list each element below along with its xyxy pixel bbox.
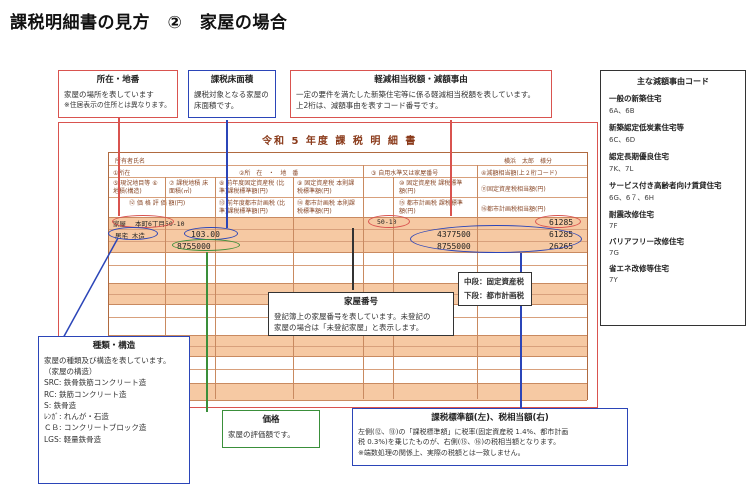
callout-standard-line-1: 左側(⑫、⑬)の「課税標準額」に税率(固定資産税 1.4%、都市計画 [358,427,569,436]
callout-kind-line-3: SRC: 鉄骨鉄筋コンクリート造 [44,378,147,388]
callout-house-number-title: 家屋番号 [343,297,378,307]
callout-kind-line-2: （家屋の構造） [44,367,97,376]
house-number-highlight [368,215,410,228]
reduction-code-legend: 主な減額事由コード 一般の新築住宅 6A、6B 新築認定低炭素住宅等 6C、6D… [600,70,746,326]
callout-price-title: 価格 [262,415,280,425]
legend-item-codes: 7Y [609,276,618,284]
callout-reduction-line-1: 一定の要件を満たした新築住宅等に係る軽減相当税額を表しています。 [296,89,536,99]
legend-item: 認定長期優良住宅 7K、7L [609,151,737,174]
connector-kind [61,237,119,341]
document-title: 令和 5 年度 課 税 明 細 書 [262,136,418,147]
legend-item: 新築認定低炭素住宅等 6C、6D [609,122,737,145]
callout-reduction-title: 軽減相当税額・減額事由 [374,75,468,85]
legend-item-codes: 7K、7L [609,165,634,173]
price-highlight [172,239,240,251]
callout-floor-area-title: 課税床面積 [210,75,254,85]
tax-base-highlight [410,225,582,253]
header-2: ②所 在 ・ 地 番 [239,170,299,177]
reduction-highlight [535,215,581,228]
header-8: ⑨ 固定資産税 本則課税標準額(円) [297,180,355,195]
connector-tax-base [520,253,522,409]
header-3: ③ 自用水準又は家屋番号 [371,170,439,177]
callout-location-line-2: ※住居表示の住所とは異なります。 [64,101,171,109]
callout-kind-line-1: 家屋の種類及び構造を表しています。 [44,355,171,365]
header-13: ⑭ 都市計画税 本則課税標準額(円) [297,200,355,215]
legend-item: 耐震改修住宅 7F [609,209,737,230]
owner-label: 所有者氏名 [115,158,146,165]
owner-value: 横浜 太郎 様分 [504,158,553,165]
callout-house-number: 家屋番号 登記簿上の家屋番号を表しています。未登記の 家屋の場合は「未登記家屋」… [268,292,454,336]
callout-standard-line-2: 税 0.3%)を乗じたものが、右側(⑮、⑯)の税相当額となります。 [358,438,561,447]
callout-kind-line-6: ﾚﾝｶﾞ: れんが・石造 [44,412,109,421]
empty-band-3 [109,383,587,401]
callout-kind-line-7: ＣＢ: コンクリートブロック造 [44,423,147,433]
callout-kind: 種類・構造 家屋の種類及び構造を表しています。 （家屋の構造） SRC: 鉄骨鉄… [38,336,190,484]
legend-item: サービス付き高齢者向け賃貸住宅 6G、6７、6H [609,180,737,203]
callout-floor-area-line-2: 床面積です。 [194,101,239,110]
header-11: ⑫ 価 格 評 価 額(円) [129,200,186,207]
legend-item-name: 省エネ改修等住宅 [609,264,669,273]
callout-house-number-line-2: 家屋の場合は「未登記家屋」と表示します。 [274,323,424,332]
page-title: 課税明細書の見方 ② 家屋の場合 [10,13,288,33]
callout-kind-title: 種類・構造 [92,341,136,351]
location-highlight [112,215,174,228]
callout-price: 価格 家屋の評価額です。 [222,410,320,448]
connector-house-number [352,228,354,290]
callout-house-number-line-1: 登記簿上の家屋番号を表しています。未登記の [274,311,431,321]
legend-title: 主な減額事由コード [637,77,709,86]
header-5: ⑤ 現況地目等 ⑥地積(構造) [113,180,158,195]
header-7: ⑧ 前年度固定資産税 (比準)課税標準額(円) [219,180,285,195]
header-6: ⑦ 課税地積 床面積(㎡) [169,180,209,195]
callout-kind-line-5: S: 鉄骨造 [44,400,77,410]
callout-location-line-1: 家屋の場所を表しています [64,89,154,99]
connector-reduction [450,120,452,216]
callout-reduction-line-2: 上2桁は、減額事由を表すコード番号です。 [296,101,443,110]
callout-location: 所在・地番 家屋の場所を表しています ※住居表示の住所とは異なります。 [58,70,178,118]
tax-row-label-line-1: 中段：固定資産税 [464,277,524,286]
floor-area-highlight [184,227,238,240]
callout-kind-line-4: RC: 鉄筋コンクリート造 [44,389,127,399]
legend-item-name: サービス付き高齢者向け賃貸住宅 [609,181,722,190]
legend-item-codes: 6A、6B [609,107,635,115]
callout-floor-area-line-1: 課税対象となる家屋の [194,89,269,99]
callout-reduction: 軽減相当税額・減額事由 一定の要件を満たした新築住宅等に係る軽減相当税額を表して… [290,70,552,118]
legend-item-name: バリアフリー改修住宅 [609,237,684,246]
callout-standard-line-3: ※端数処理の関係上、実際の税額とは一致しません。 [358,448,525,457]
legend-item: 一般の新築住宅 6A、6B [609,93,737,116]
callout-location-title: 所在・地番 [96,75,140,85]
callout-kind-line-8: LGS: 軽量鉄骨造 [44,434,102,444]
legend-item-name: 認定長期優良住宅 [609,152,669,161]
callout-price-line-1: 家屋の評価額です。 [228,429,295,439]
legend-item-codes: 6C、6D [609,136,636,144]
legend-item-codes: 6G、6７、6H [609,194,655,202]
callout-floor-area: 課税床面積 課税対象となる家屋の 床面積です。 [188,70,276,118]
header-12: ⑬ 前年度都市計画税 (比準)課税標準額(円) [219,200,286,215]
legend-item-codes: 7G [609,249,619,257]
connector-floor-area [226,120,228,228]
callout-standard-title: 課税標準額(左)、税相当額(右) [431,413,549,423]
callout-standard: 課税標準額(左)、税相当額(右) 左側(⑫、⑬)の「課税標準額」に税率(固定資産… [352,408,628,466]
connector-location [118,102,120,216]
connector-price [206,252,208,412]
legend-item-name: 新築認定低炭素住宅等 [609,123,684,132]
legend-item: バリアフリー改修住宅 7G [609,236,737,257]
legend-item-name: 耐震改修住宅 [609,210,654,219]
legend-item-name: 一般の新築住宅 [609,94,662,103]
header-1: ①所在 [113,170,131,177]
tax-row-label-line-2: 下段：都市計画税 [464,291,524,301]
legend-item: 省エネ改修等住宅 7Y [609,263,737,284]
legend-item-codes: 7F [609,222,618,230]
header-4: ④減額相当額(上２桁コード) [481,170,558,177]
tax-row-label: 中段：固定資産税 下段：都市計画税 [458,272,532,306]
header-15: ⑯都市計画税相当額(円) [481,206,546,213]
header-10: ⑪固定資産税相当額(円) [481,186,546,193]
structure-highlight [108,227,158,240]
header-14: ⑮ 都市計画税 課税標準額(円) [399,200,463,215]
header-9: ⑩ 固定資産税 課税標準額(円) [399,180,463,195]
